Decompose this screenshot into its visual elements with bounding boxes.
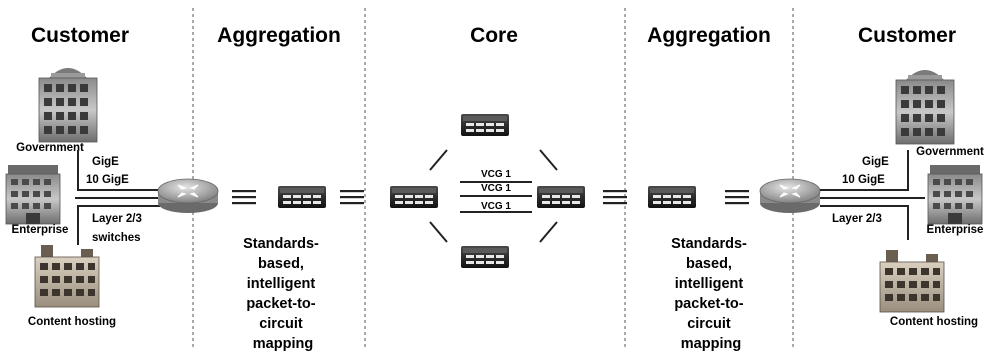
link-core-top-right: [539, 149, 558, 171]
enterprise-building-icon-right: [927, 164, 983, 225]
desc-left-line2: based,: [258, 256, 304, 272]
link-government-right: [820, 150, 909, 191]
aggregation-server-left-icon: [278, 186, 326, 208]
section-title-customer-left: Customer: [31, 24, 129, 47]
left-access-links: [75, 150, 160, 245]
desc-right-line5: circuit: [687, 316, 731, 332]
label-vcg-2: VCG 1: [481, 183, 511, 194]
link-core-left-bottom: [429, 221, 448, 243]
connector-core-agg-right: [603, 190, 627, 205]
section-title-aggregation-left: Aggregation: [217, 24, 341, 47]
label-vcg-1: VCG 1: [481, 169, 511, 180]
section-title-core: Core: [470, 24, 518, 47]
label-content-hosting-left: Content hosting: [28, 316, 116, 328]
connector-agg-core-left: [340, 190, 364, 205]
link-core-left-top: [429, 149, 448, 171]
label-content-hosting-right: Content hosting: [890, 316, 978, 328]
enterprise-building-icon: [5, 164, 61, 225]
label-layer23-right: Layer 2/3: [832, 213, 882, 225]
label-gige-right: GigE: [862, 156, 889, 168]
desc-left-line1: Standards-: [243, 236, 319, 252]
desc-right-line1: Standards-: [671, 236, 747, 252]
desc-right-line2: based,: [686, 256, 732, 272]
link-hosting-right: [820, 205, 909, 240]
label-government-left: Government: [16, 142, 84, 154]
desc-right-line3: intelligent: [675, 276, 744, 292]
label-switches-left: switches: [92, 232, 141, 244]
content-hosting-building-icon: [34, 244, 100, 308]
desc-left-line6: mapping: [253, 336, 313, 352]
connector-router-agg-left: [232, 190, 256, 205]
label-layer23-left: Layer 2/3: [92, 213, 142, 225]
section-title-customer-right: Customer: [858, 24, 956, 47]
aggregation-description-right: Standards- based, intelligent packet-to-…: [671, 236, 751, 352]
label-gige-left: GigE: [92, 156, 119, 168]
label-enterprise-right: Enterprise: [927, 224, 984, 236]
aggregation-server-right-icon: [648, 186, 696, 208]
desc-left-line4: packet-to-: [246, 296, 315, 312]
aggregation-description-left: Standards- based, intelligent packet-to-…: [243, 236, 323, 352]
router-icon-left: [157, 178, 219, 214]
connector-agg-router-right: [725, 190, 749, 205]
desc-left-line5: circuit: [259, 316, 303, 332]
core-server-top-icon: [461, 114, 509, 136]
desc-right-line4: packet-to-: [674, 296, 743, 312]
label-government-right: Government: [916, 146, 984, 158]
core-mesh-links: [429, 149, 558, 243]
link-hosting-left: [77, 205, 160, 245]
label-enterprise-left: Enterprise: [12, 224, 69, 236]
core-server-left-icon: [390, 186, 438, 208]
label-vcg-3: VCG 1: [481, 201, 511, 212]
right-access-links: [820, 150, 925, 240]
government-building-icon-right: [895, 69, 955, 145]
label-10gige-right: 10 GigE: [842, 174, 885, 186]
desc-left-line3: intelligent: [247, 276, 316, 292]
section-title-aggregation-right: Aggregation: [647, 24, 771, 47]
link-government-left: [77, 150, 160, 191]
link-core-bottom-right: [539, 221, 558, 243]
core-server-right-icon: [537, 186, 585, 208]
content-hosting-building-icon-right: [879, 249, 945, 313]
core-server-bottom-icon: [461, 246, 509, 268]
government-building-icon: [38, 67, 98, 143]
desc-right-line6: mapping: [681, 336, 741, 352]
router-icon-right: [759, 178, 821, 214]
label-10gige-left: 10 GigE: [86, 174, 129, 186]
